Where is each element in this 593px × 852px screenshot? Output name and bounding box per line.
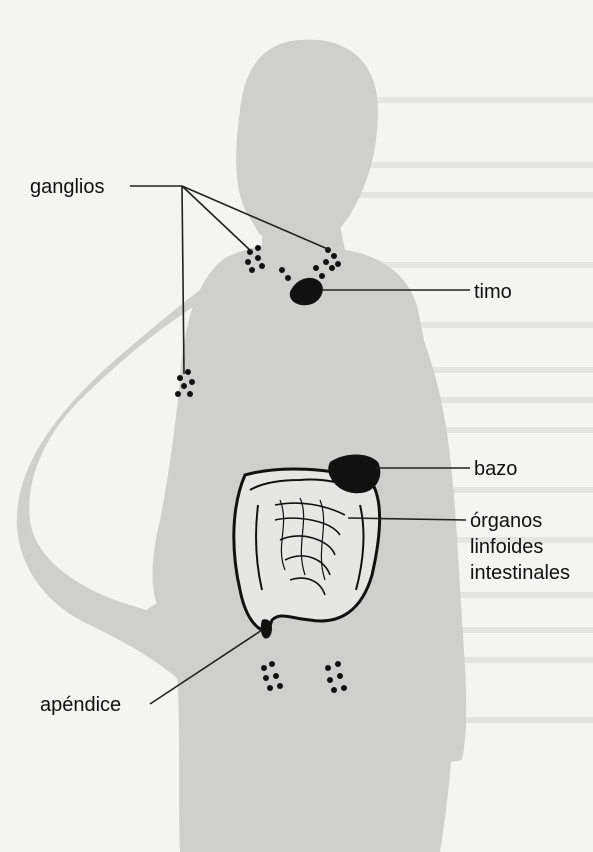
- body-silhouette: [17, 40, 466, 852]
- label-timo: timo: [474, 279, 512, 305]
- label-organos-linfoides-intestinales: órganos linfoides intestinales: [470, 508, 590, 586]
- label-bazo: bazo: [474, 456, 517, 482]
- label-organos-line-1: órganos: [470, 508, 590, 534]
- label-apendice: apéndice: [40, 692, 121, 718]
- label-organos-line-2: linfoides: [470, 534, 590, 560]
- label-organos-line-3: intestinales: [470, 560, 590, 586]
- label-ganglios: ganglios: [30, 174, 105, 200]
